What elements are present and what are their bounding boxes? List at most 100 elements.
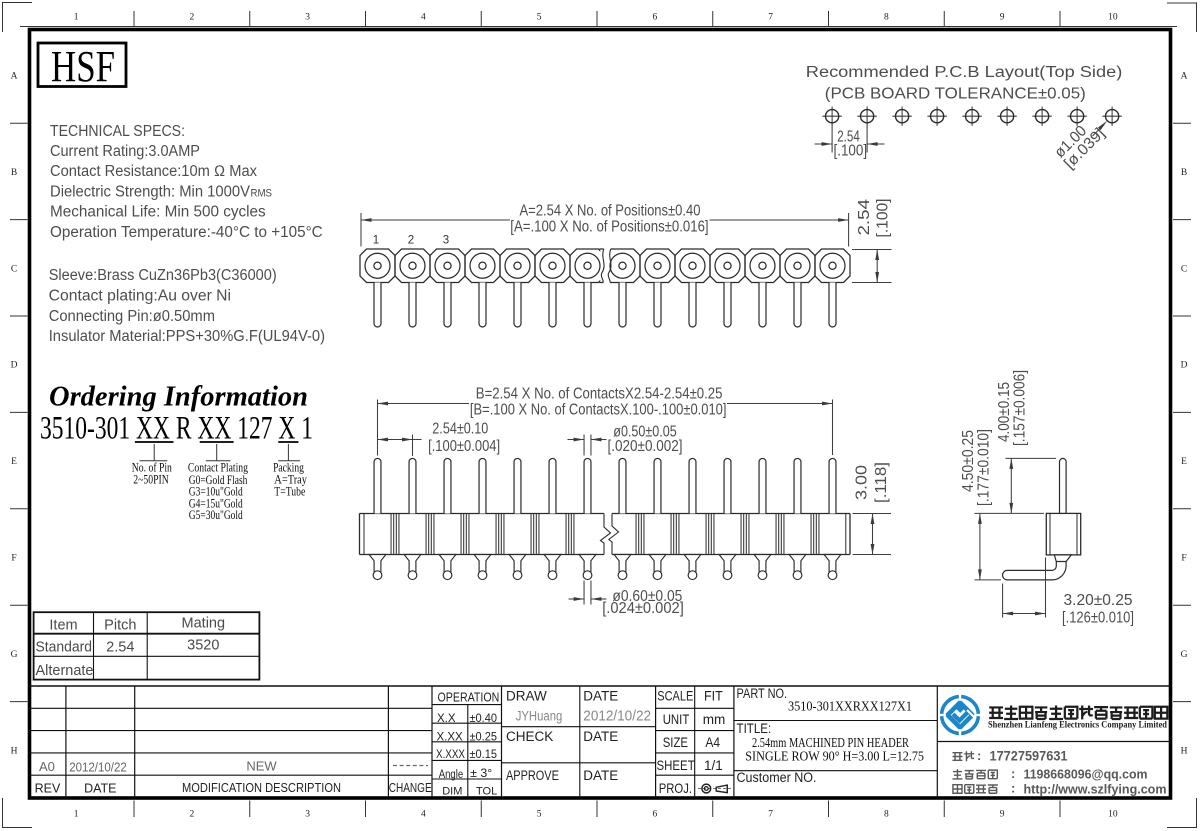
svg-text:T=Tube: T=Tube xyxy=(274,485,305,499)
svg-text:2.54±0.10: 2.54±0.10 xyxy=(432,421,488,438)
svg-text:1: 1 xyxy=(74,13,79,23)
svg-text:No. of Pin: No. of Pin xyxy=(132,461,173,475)
svg-text:7: 7 xyxy=(768,810,773,820)
svg-text:[B=.100 X No. of ContactsX.100: [B=.100 X No. of ContactsX.100-.100±0.01… xyxy=(470,401,727,418)
svg-text:[.020±0.002]: [.020±0.002] xyxy=(608,438,683,455)
svg-text:PROJ.: PROJ. xyxy=(659,780,692,796)
svg-text:4.00±0.15: 4.00±0.15 xyxy=(996,382,1013,442)
svg-text:Operation Temperature:-40°C to: Operation Temperature:-40°C to +105°C xyxy=(50,224,323,241)
svg-text:G3=10u"Gold: G3=10u"Gold xyxy=(189,485,244,499)
svg-text:X.XX: X.XX xyxy=(437,731,464,743)
svg-text:DATE: DATE xyxy=(583,729,618,744)
svg-text:CHECK: CHECK xyxy=(506,729,553,744)
svg-text:E: E xyxy=(1181,457,1187,467)
svg-text:10: 10 xyxy=(1108,13,1118,23)
svg-text:DATE: DATE xyxy=(583,689,618,704)
svg-text:DIM: DIM xyxy=(442,785,462,797)
svg-text:A4: A4 xyxy=(705,734,720,750)
svg-text:17727597631: 17727597631 xyxy=(990,749,1068,764)
svg-text:[.024±0.002]: [.024±0.002] xyxy=(602,600,684,617)
svg-text:Contact Plating: Contact Plating xyxy=(188,461,249,475)
svg-text:TOL: TOL xyxy=(476,785,497,797)
svg-text:D: D xyxy=(11,361,18,371)
svg-text:[.118]: [.118] xyxy=(873,462,890,503)
svg-text:C: C xyxy=(11,264,17,274)
svg-text:3.00: 3.00 xyxy=(854,465,871,500)
svg-text:F: F xyxy=(11,554,16,564)
svg-text:MODIFICATION DESCRIPTION: MODIFICATION DESCRIPTION xyxy=(182,781,341,795)
svg-text:D: D xyxy=(1181,361,1188,371)
svg-text:[A=.100 X No. of Positions±0.0: [A=.100 X No. of Positions±0.016] xyxy=(510,218,708,235)
svg-text:8: 8 xyxy=(884,810,889,820)
svg-text:[.100]: [.100] xyxy=(875,199,892,238)
svg-text:C: C xyxy=(1181,264,1187,274)
svg-text::: : xyxy=(977,748,981,763)
svg-text:H: H xyxy=(1181,746,1188,756)
svg-text:5: 5 xyxy=(537,810,542,820)
svg-text:F: F xyxy=(1181,554,1186,564)
svg-text:3510-301 XX R XX 127 X 1: 3510-301 XX R XX 127 X 1 xyxy=(40,411,313,447)
svg-text:Packing: Packing xyxy=(273,461,304,475)
svg-text:(PCB BOARD TOLERANCE±0.05): (PCB BOARD TOLERANCE±0.05) xyxy=(825,86,1086,103)
svg-text:±0.40: ±0.40 xyxy=(470,713,498,725)
svg-text:1/1: 1/1 xyxy=(704,757,723,773)
svg-text:SHEET: SHEET xyxy=(657,757,696,773)
svg-text:[.126±0.010]: [.126±0.010] xyxy=(1062,610,1134,627)
svg-text:3.20±0.25: 3.20±0.25 xyxy=(1064,592,1133,609)
svg-text:B: B xyxy=(11,168,17,178)
svg-text::: : xyxy=(1011,781,1015,796)
svg-text:OPERATION: OPERATION xyxy=(438,690,500,705)
svg-text:APPROVE: APPROVE xyxy=(506,768,559,783)
svg-text:G0=Gold Flash: G0=Gold Flash xyxy=(189,473,248,487)
svg-text:http://www.szlfying.com: http://www.szlfying.com xyxy=(1024,782,1167,796)
svg-text:ø0.60±0.05: ø0.60±0.05 xyxy=(612,588,682,605)
svg-text:2: 2 xyxy=(408,235,414,247)
svg-text:2: 2 xyxy=(190,13,195,23)
svg-text:3510-301XXRXX127X1: 3510-301XXRXX127X1 xyxy=(788,699,912,714)
svg-text:2~50PIN: 2~50PIN xyxy=(133,473,169,487)
svg-text:9: 9 xyxy=(1000,810,1005,820)
svg-text:A=Tray: A=Tray xyxy=(274,473,307,487)
svg-text:4: 4 xyxy=(421,810,426,820)
svg-text:Insulator Material:PPS+30%G.F(: Insulator Material:PPS+30%G.F(UL94V-0) xyxy=(49,328,325,345)
svg-text:Current Rating:3.0AMP: Current Rating:3.0AMP xyxy=(50,143,200,160)
svg-text:Contact Resistance:10m Ω Max: Contact Resistance:10m Ω Max xyxy=(50,163,257,180)
svg-text:G: G xyxy=(1181,650,1188,660)
svg-text:Mating: Mating xyxy=(182,616,226,632)
svg-text:Dielectric Strength: Min 1000V: Dielectric Strength: Min 1000V xyxy=(50,183,251,200)
svg-text:1: 1 xyxy=(373,235,379,247)
svg-text:Pitch: Pitch xyxy=(104,618,136,634)
svg-text:DRAW: DRAW xyxy=(506,689,547,704)
svg-text:[.177±0.010]: [.177±0.010] xyxy=(976,429,993,506)
svg-text:REV: REV xyxy=(35,782,61,796)
svg-text:SIZE: SIZE xyxy=(663,734,688,750)
svg-text:3: 3 xyxy=(305,13,310,23)
svg-text:B: B xyxy=(1181,168,1187,178)
svg-text:A: A xyxy=(11,72,18,82)
svg-text:G: G xyxy=(11,650,18,660)
svg-text:Connecting Pin:ø0.50mm: Connecting Pin:ø0.50mm xyxy=(49,308,215,325)
svg-text:A0: A0 xyxy=(39,759,55,774)
svg-text:PART NO.: PART NO. xyxy=(737,686,788,701)
svg-text:RMS: RMS xyxy=(251,187,273,199)
svg-text:4: 4 xyxy=(421,13,426,23)
svg-text:5: 5 xyxy=(537,13,542,23)
svg-text:[.100±0.004]: [.100±0.004] xyxy=(428,438,500,455)
svg-text:1: 1 xyxy=(74,810,79,820)
svg-text:SINGLE ROW 90° H=3.00 L=12.75: SINGLE ROW 90° H=3.00 L=12.75 xyxy=(745,749,924,764)
svg-text:±0.15: ±0.15 xyxy=(470,749,498,761)
svg-text:FIT: FIT xyxy=(704,687,723,703)
svg-text:X.XXX: X.XXX xyxy=(436,749,465,761)
svg-text:A=2.54 X No. of Positions±0.40: A=2.54 X No. of Positions±0.40 xyxy=(520,203,701,220)
svg-text:3: 3 xyxy=(305,810,310,820)
svg-text:1198668096@qq.com: 1198668096@qq.com xyxy=(1024,767,1148,782)
svg-text:2.54: 2.54 xyxy=(837,129,860,146)
svg-text:SCALE: SCALE xyxy=(657,687,693,703)
svg-text:H: H xyxy=(11,746,18,756)
svg-text:Ordering Information: Ordering Information xyxy=(49,382,308,413)
svg-text:2.54mm MACHINED PIN HEADER: 2.54mm MACHINED PIN HEADER xyxy=(752,736,909,751)
svg-text:[.100]: [.100] xyxy=(834,142,868,159)
svg-text:Mechanical Life: Min 500 cycle: Mechanical Life: Min 500 cycles xyxy=(50,204,266,221)
svg-text:Angle: Angle xyxy=(439,769,464,781)
svg-text:HSF: HSF xyxy=(51,42,115,91)
